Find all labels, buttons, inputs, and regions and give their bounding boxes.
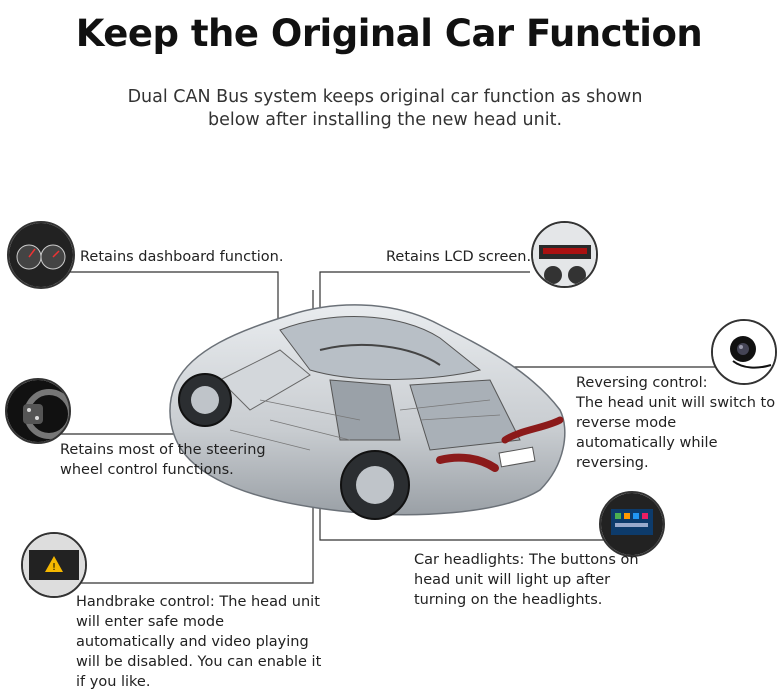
page-title: Keep the Original Car Function: [75, 12, 703, 55]
head-unit-icon: [599, 491, 665, 557]
steering-label: Retains most of the steering wheel contr…: [60, 442, 266, 478]
reverse-camera-icon: [711, 319, 777, 385]
handbrake-warning-icon: !: [21, 532, 87, 598]
lcd-screen-icon: [531, 221, 598, 288]
svg-text:!: !: [52, 562, 56, 573]
dashboard-label: Retains dashboard function.: [80, 249, 284, 265]
reversing-label: The head unit will switch to reverse mod…: [576, 395, 776, 471]
car-cutaway-illustration: [169, 304, 566, 520]
reversing-title: Reversing control:: [576, 375, 708, 391]
handbrake-label: Handbrake control: The head unit will en…: [76, 594, 322, 690]
dashboard-gauges-icon: [7, 221, 75, 289]
lcd-label: Retains LCD screen.: [386, 249, 532, 265]
page-subtitle: Dual CAN Bus system keeps original car f…: [127, 87, 643, 130]
steering-wheel-icon: [5, 378, 71, 444]
headlights-label: Car headlights: The buttons on head unit…: [414, 552, 639, 608]
